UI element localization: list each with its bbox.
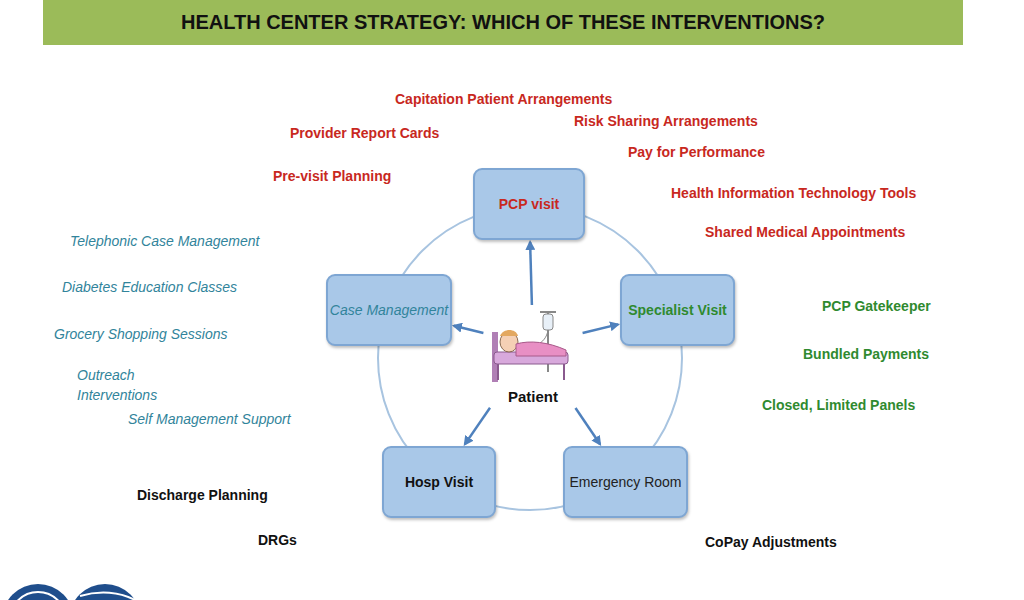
patient-illustration [492,312,568,382]
title-text: HEALTH CENTER STRATEGY: WHICH OF THESE I… [43,0,963,45]
intervention-label: DRGs [258,531,297,549]
intervention-label: Self Management Support [128,410,291,428]
node-label: Emergency Room [569,473,681,491]
patient-node: Patient [486,308,580,406]
intervention-label: Provider Report Cards [290,124,439,142]
connector-arrow [465,408,490,445]
intervention-label: Grocery Shopping Sessions [54,325,228,343]
node-label: PCP visit [499,195,559,213]
node-label: Hosp Visit [405,473,473,491]
node-label: Specialist Visit [628,301,727,319]
connector-arrow [530,242,532,305]
connector-arrow [576,408,601,444]
intervention-label: Diabetes Education Classes [62,278,237,296]
intervention-label: Bundled Payments [803,345,929,363]
intervention-label: Pay for Performance [628,143,765,161]
connector-arrow [583,324,619,333]
node-label: Patient [508,388,558,406]
intervention-label: PCP Gatekeeper [822,297,931,315]
node-label: Case Management [330,301,448,319]
intervention-label: Closed, Limited Panels [762,396,915,414]
logo [2,584,141,600]
intervention-label: Discharge Planning [137,486,268,504]
hospital-box: Hosp Visit [382,446,496,518]
intervention-label: Capitation Patient Arrangements [395,90,612,108]
intervention-label: CoPay Adjustments [705,533,837,551]
connector-arrow [454,326,484,333]
intervention-label: Risk Sharing Arrangements [574,112,758,130]
intervention-label: Telephonic Case Management [70,232,259,250]
intervention-label: Health Information Technology Tools [671,184,916,202]
intervention-label: Pre-visit Planning [273,167,391,185]
specialist-box: Specialist Visit [620,274,735,346]
emergency-box: Emergency Room [563,446,688,518]
intervention-label: Shared Medical Appointments [705,223,905,241]
case-management-box: Case Management [326,274,452,346]
visit-box: PCP visit [473,168,585,240]
intervention-label: Outreach Interventions [77,365,177,405]
